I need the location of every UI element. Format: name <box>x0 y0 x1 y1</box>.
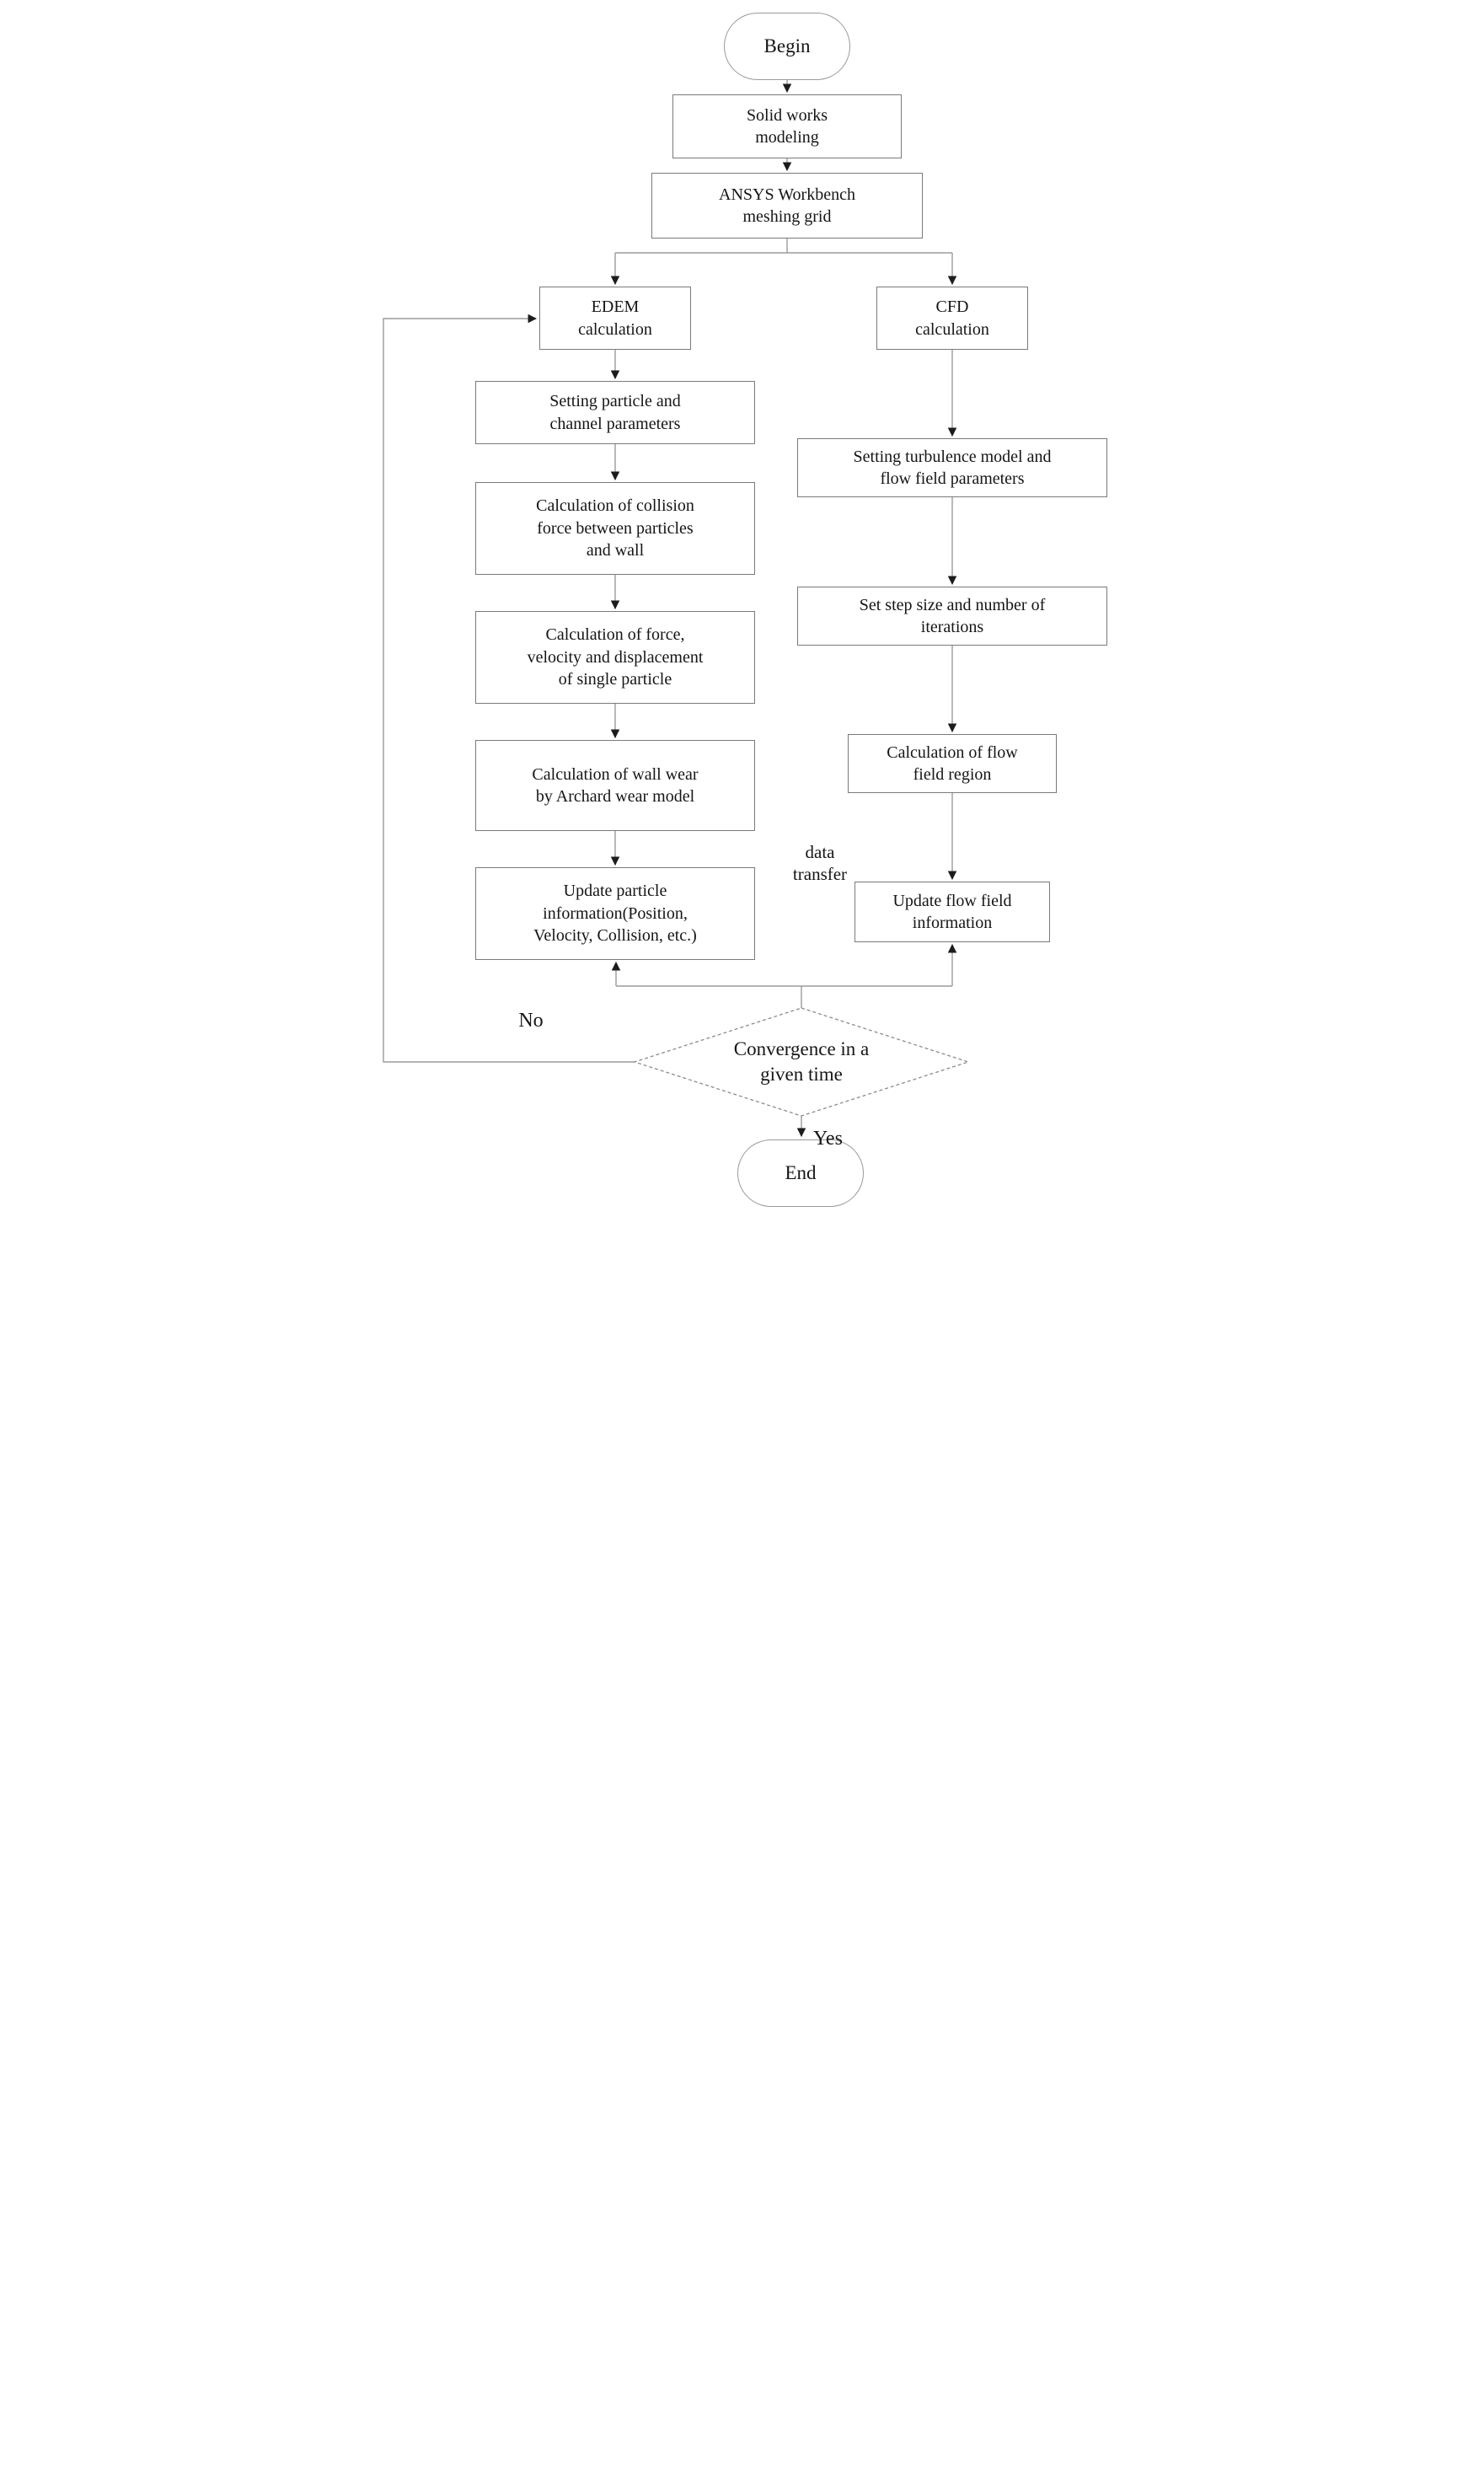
node-convergence-decision: Convergence in a given time <box>675 1011 928 1113</box>
node-set-step-size: Set step size and number of iterations <box>797 587 1107 646</box>
node-calc-flow-field-region: Calculation of flow field region <box>848 734 1057 793</box>
node-set-step-size-label: Set step size and number of iterations <box>859 595 1046 636</box>
edge-no-loop <box>383 314 635 1063</box>
flow-connectors <box>383 80 971 1138</box>
node-force-velocity-displacement-label: Calculation of force, velocity and displ… <box>527 625 704 689</box>
flowchart-canvas: Begin Solid works modeling ANSYS Workben… <box>371 0 1113 1239</box>
node-collision-force-label: Calculation of collision force between p… <box>536 496 694 560</box>
node-solidworks-modeling: Solid works modeling <box>672 94 902 158</box>
node-force-velocity-displacement: Calculation of force, velocity and displ… <box>475 611 755 704</box>
edge-label-no: No <box>518 1010 544 1032</box>
node-begin-label: Begin <box>763 35 811 56</box>
node-setting-particle-parameters-label: Setting particle and channel parameters <box>549 392 681 433</box>
node-setting-particle-parameters: Setting particle and channel parameters <box>475 381 755 444</box>
node-edem-calculation: EDEM calculation <box>539 287 691 350</box>
node-archard-wear-model: Calculation of wall wear by Archard wear… <box>475 740 755 831</box>
node-edem-calculation-label: EDEM calculation <box>578 298 652 339</box>
node-calc-flow-field-region-label: Calculation of flow field region <box>887 743 1018 784</box>
node-cfd-calculation-label: CFD calculation <box>915 298 989 339</box>
node-ansys-meshing-label: ANSYS Workbench meshing grid <box>719 185 855 226</box>
edge-label-yes: Yes <box>813 1128 843 1150</box>
node-end-label: End <box>785 1161 817 1183</box>
node-update-particle-information-label: Update particle information(Position, Ve… <box>533 882 697 946</box>
node-convergence-decision-label: Convergence in a given time <box>733 1037 870 1085</box>
node-setting-turbulence-model: Setting turbulence model and flow field … <box>797 438 1107 497</box>
edge-label-data-transfer: data transfer <box>792 842 848 885</box>
node-setting-turbulence-model-label: Setting turbulence model and flow field … <box>853 447 1052 488</box>
node-ansys-meshing: ANSYS Workbench meshing grid <box>651 173 923 239</box>
node-collision-force: Calculation of collision force between p… <box>475 482 755 575</box>
node-solidworks-modeling-label: Solid works modeling <box>746 105 828 147</box>
convergence-diamond-shape <box>632 1007 971 1117</box>
node-archard-wear-model-label: Calculation of wall wear by Archard wear… <box>532 764 699 806</box>
node-cfd-calculation: CFD calculation <box>876 287 1028 350</box>
node-update-flow-field-label: Update flow field information <box>892 891 1012 932</box>
node-begin: Begin <box>724 13 850 80</box>
node-end: End <box>737 1139 864 1207</box>
node-update-particle-information: Update particle information(Position, Ve… <box>475 867 755 960</box>
node-update-flow-field: Update flow field information <box>855 882 1050 942</box>
